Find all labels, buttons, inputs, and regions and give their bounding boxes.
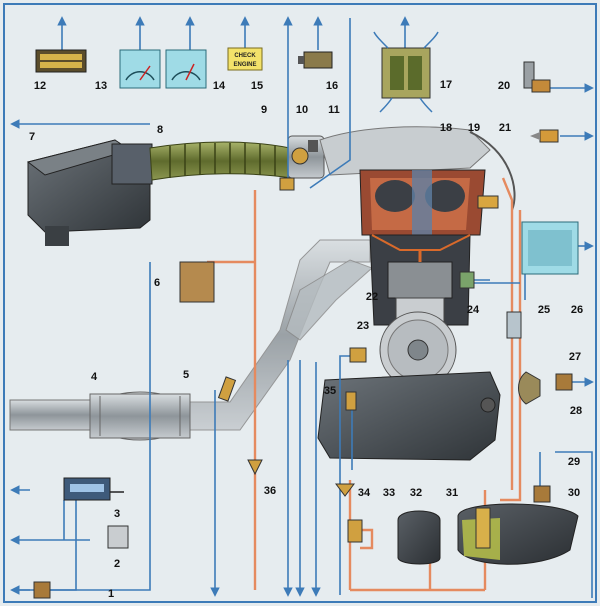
- callout-36: 36: [264, 485, 276, 497]
- tachometer-gauge: [119, 49, 161, 89]
- oil-pressure-sensor: [345, 391, 357, 411]
- knock-sensor: [459, 271, 475, 289]
- callout-11: 11: [328, 104, 340, 116]
- fuel-pump: [475, 507, 491, 549]
- callout-33: 33: [383, 487, 395, 499]
- canister-purge-solenoid: [179, 261, 215, 303]
- intake-hose: [149, 141, 293, 181]
- air-filter-housing: [26, 139, 153, 246]
- callout-9: 9: [261, 104, 267, 116]
- ignition-module: [521, 221, 579, 275]
- callout-23: 23: [357, 320, 369, 332]
- callout-15: 15: [251, 80, 263, 92]
- coolant-temp-sensor: [530, 129, 559, 143]
- callout-12: 12: [34, 80, 46, 92]
- callout-22: 22: [366, 291, 378, 303]
- callout-3: 3: [114, 508, 120, 520]
- callout-16: 16: [326, 80, 338, 92]
- control-unit: [373, 31, 439, 113]
- callout-29: 29: [568, 456, 580, 468]
- fuel-injector: [477, 195, 499, 209]
- callout-6: 6: [154, 277, 160, 289]
- callout-18: 18: [440, 122, 452, 134]
- engine-block: [359, 169, 486, 326]
- check-valve: [247, 459, 263, 476]
- air-temp-sensor: [279, 177, 295, 191]
- callout-27: 27: [569, 351, 581, 363]
- callout-25: 25: [538, 304, 550, 316]
- battery-relay: [33, 581, 51, 599]
- check-engine-lamp: CHECK ENGINE: [227, 47, 263, 71]
- canister-valve: [518, 371, 541, 405]
- callout-20: 20: [498, 80, 510, 92]
- callout-7: 7: [29, 131, 35, 143]
- speedometer-gauge: [165, 49, 207, 89]
- callout-24: 24: [467, 304, 480, 316]
- callout-26: 26: [571, 304, 583, 316]
- throttle-body: [287, 126, 516, 211]
- callout-30: 30: [568, 487, 580, 499]
- position-sensor: [523, 61, 551, 93]
- callout-4: 4: [91, 371, 98, 383]
- fuel-lines: [207, 177, 522, 592]
- callout-21: 21: [499, 122, 511, 134]
- callout-34: 34: [358, 487, 371, 499]
- check-label: CHECK: [234, 53, 256, 59]
- relay-unit: [35, 49, 87, 73]
- throttle-position-sensor: [291, 147, 309, 165]
- callout-10: 10: [296, 104, 308, 116]
- callout-19: 19: [468, 122, 480, 134]
- oil-sump: [317, 371, 501, 461]
- callout-14: 14: [213, 80, 226, 92]
- engine-label: ENGINE: [233, 62, 256, 68]
- exhaust-pipe: [9, 239, 371, 431]
- oxygen-sensor: [217, 376, 237, 402]
- charcoal-canister: [397, 510, 441, 565]
- frame: [3, 3, 597, 603]
- fuel-pressure-regulator: [347, 519, 363, 543]
- catalytic-converter: [89, 391, 191, 441]
- callout-31: 31: [446, 487, 458, 499]
- crank-sensor: [349, 347, 367, 363]
- callout-8: 8: [157, 124, 163, 136]
- rollover-valve: [533, 485, 551, 503]
- callout-5: 5: [183, 369, 189, 381]
- fuel-filter: [506, 311, 522, 339]
- callout-1: 1: [108, 588, 114, 600]
- diagnostic-connector: [298, 51, 333, 69]
- callout-13: 13: [95, 80, 107, 92]
- intake-runner: [285, 259, 373, 341]
- fuse-block: [63, 477, 124, 501]
- separator-valve: [335, 483, 355, 497]
- vehicle-speed-sensor: [107, 525, 129, 549]
- callout-35: 35: [324, 385, 336, 397]
- pressure-regulator: [555, 373, 573, 391]
- callout-32: 32: [410, 487, 422, 499]
- callout-17: 17: [440, 79, 452, 91]
- callout-labels: 1 2 3 4 5 6 7 8 9 10 11 12 13 14 15 16 1…: [29, 79, 583, 600]
- idle-control-valve: [308, 140, 318, 152]
- callout-28: 28: [570, 405, 582, 417]
- callout-2: 2: [114, 558, 120, 570]
- crank-pulley: [379, 311, 457, 389]
